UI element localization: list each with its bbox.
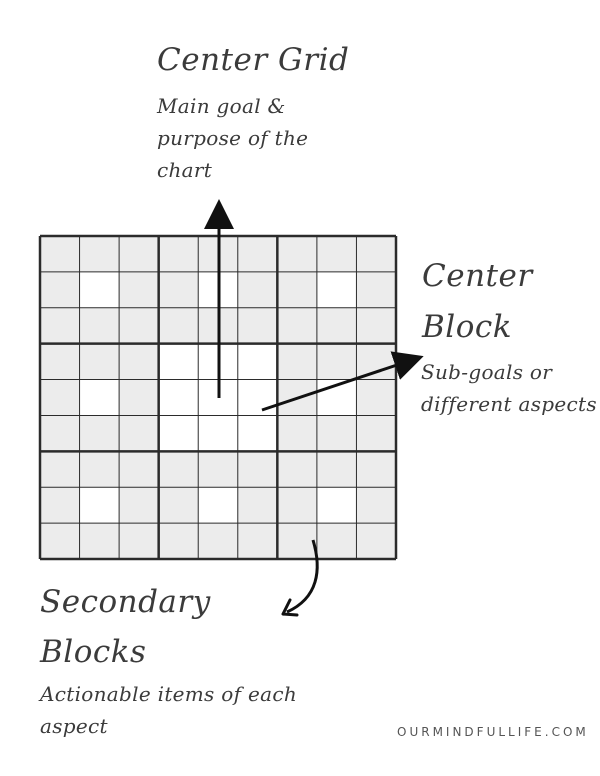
grid-cell [158, 415, 199, 452]
grid-cell [237, 523, 278, 559]
grid-cell [79, 271, 120, 308]
grid-cell [277, 236, 317, 272]
grid-cell [158, 523, 199, 559]
grid-cell [119, 379, 159, 416]
grid-cell [356, 523, 396, 559]
grid-cell [277, 343, 317, 380]
grid-cell [40, 415, 80, 452]
grid-cell [356, 343, 396, 380]
secondary-blocks-arrow [286, 539, 319, 614]
grid-cell [316, 487, 357, 524]
grid-cell [119, 523, 159, 559]
grid-cell [119, 271, 159, 308]
grid-cell [316, 307, 357, 344]
grid-cell [277, 523, 317, 559]
center-block-title-line2: Block [422, 309, 513, 345]
grid-cell [40, 236, 80, 272]
grid-cell [237, 451, 278, 488]
grid-cell [79, 307, 120, 344]
grid-cell [119, 487, 159, 524]
grid-cell [40, 307, 80, 344]
grid-cell [198, 523, 238, 559]
grid-cell [237, 415, 278, 452]
grid-cell [356, 415, 396, 452]
grid-cell [237, 379, 278, 416]
grid-cell [198, 415, 238, 452]
grid-cell [158, 379, 199, 416]
grid-cell [356, 379, 396, 416]
secondary-blocks-arrowhead [281, 598, 299, 617]
grid-cell [158, 487, 199, 524]
grid-cell [277, 415, 317, 452]
grid-cell [277, 451, 317, 488]
center-block-description: Sub-goals or different aspects [421, 360, 597, 416]
grid-cell [277, 307, 317, 344]
grid-cell [356, 236, 396, 272]
grid-cell [316, 271, 357, 308]
grid-cell [119, 307, 159, 344]
grid-cell [356, 451, 396, 488]
grid-cell [277, 271, 317, 308]
grid-cell [79, 415, 120, 452]
grid-cell [316, 343, 357, 380]
grid-cell [198, 487, 238, 524]
grid-thin-lines [40, 236, 396, 559]
grid-cell [237, 487, 278, 524]
secondary-blocks-title-line1: Secondary [40, 584, 211, 620]
grid-cell [277, 487, 317, 524]
secondary-blocks-description: Actionable items of each aspect [40, 682, 298, 738]
grid-cell [158, 307, 199, 344]
center-grid-description: Main goal & purpose of the chart [157, 94, 309, 182]
grid-cell [40, 487, 80, 524]
center-grid-title: Center Grid [157, 42, 350, 78]
grid-cell [79, 343, 120, 380]
center-block-arrow [261, 351, 424, 412]
grid-cell [40, 379, 80, 416]
grid-cell [119, 451, 159, 488]
grid-cell [356, 271, 396, 308]
grid-cell [237, 343, 278, 380]
grid-cell [79, 236, 120, 272]
grid-cell [79, 451, 120, 488]
grid-cell [40, 271, 80, 308]
grid-cell [356, 487, 396, 524]
grid-cell [316, 523, 357, 559]
grid-cell [316, 451, 357, 488]
grid-cell [237, 236, 278, 272]
grid-cell [158, 236, 199, 272]
site-watermark: OURMINDFULLIFE.COM [397, 725, 589, 739]
grid-cell [79, 379, 120, 416]
grid-cell [40, 523, 80, 559]
grid-block-borders [38, 234, 398, 561]
grid-cell [198, 451, 238, 488]
grid-cell [40, 451, 80, 488]
grid-cell [119, 236, 159, 272]
grid-cell [158, 343, 199, 380]
secondary-blocks-title-line2: Blocks [40, 634, 147, 670]
grid-cell [40, 343, 80, 380]
grid-cell [79, 523, 120, 559]
grid-cell [356, 307, 396, 344]
grid-cell [237, 307, 278, 344]
grid-cell [119, 343, 159, 380]
grid-cell [119, 415, 159, 452]
grid-cell [79, 487, 120, 524]
grid-cells [40, 236, 396, 559]
grid-cell [237, 271, 278, 308]
grid-cell [158, 271, 199, 308]
grid-cell [316, 236, 357, 272]
grid-cell [316, 415, 357, 452]
center-block-title-line1: Center [422, 258, 533, 294]
grid-cell [158, 451, 199, 488]
